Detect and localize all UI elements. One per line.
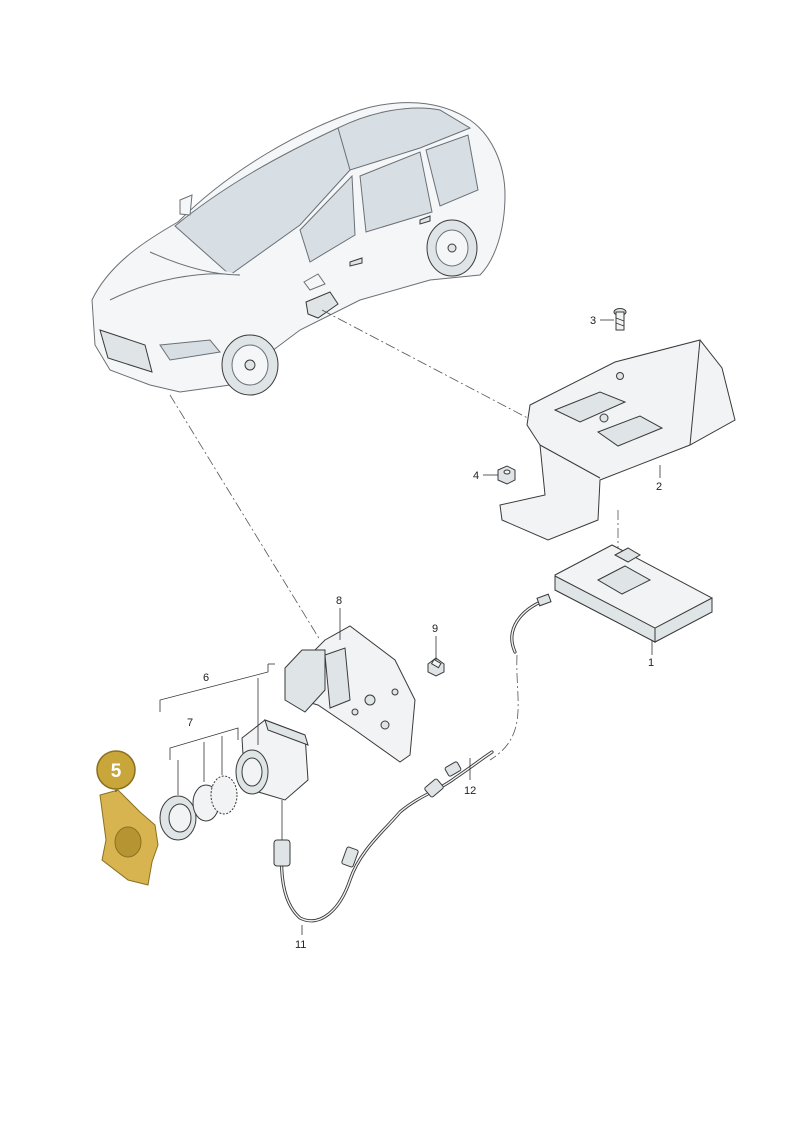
part-label-11[interactable]: 11 [295, 939, 306, 951]
connection-lines [169, 309, 619, 761]
part-label-6[interactable]: 6 [203, 672, 209, 684]
cable-lower [273, 750, 494, 923]
leader-lines [115, 319, 661, 935]
part-label-3[interactable]: 3 [590, 315, 596, 327]
part-label-4[interactable]: 4 [473, 470, 479, 482]
part-label-7[interactable]: 7 [187, 717, 193, 729]
part-5-badge[interactable]: 5 [96, 750, 136, 790]
part-label-5: 5 [111, 761, 122, 782]
part-1-control-unit [554, 544, 713, 643]
camera-housing [235, 719, 309, 801]
part-8-mounting-plate [284, 625, 416, 763]
cable-upper [510, 593, 552, 654]
part-label-1[interactable]: 1 [648, 657, 654, 669]
part-4-nut [497, 465, 516, 485]
rings [159, 775, 238, 841]
part-label-2[interactable]: 2 [656, 481, 662, 493]
part-5-cover [99, 789, 159, 886]
car-illustration [91, 102, 506, 396]
part-3-bolt [613, 308, 627, 331]
part-label-9[interactable]: 9 [432, 623, 438, 635]
part-9-screw [427, 657, 445, 677]
part-label-12[interactable]: 12 [464, 785, 476, 797]
part-2-bracket [499, 339, 736, 541]
part-label-8[interactable]: 8 [336, 595, 342, 607]
part-labels: 3 4 2 1 8 9 6 7 12 11 [187, 315, 662, 951]
